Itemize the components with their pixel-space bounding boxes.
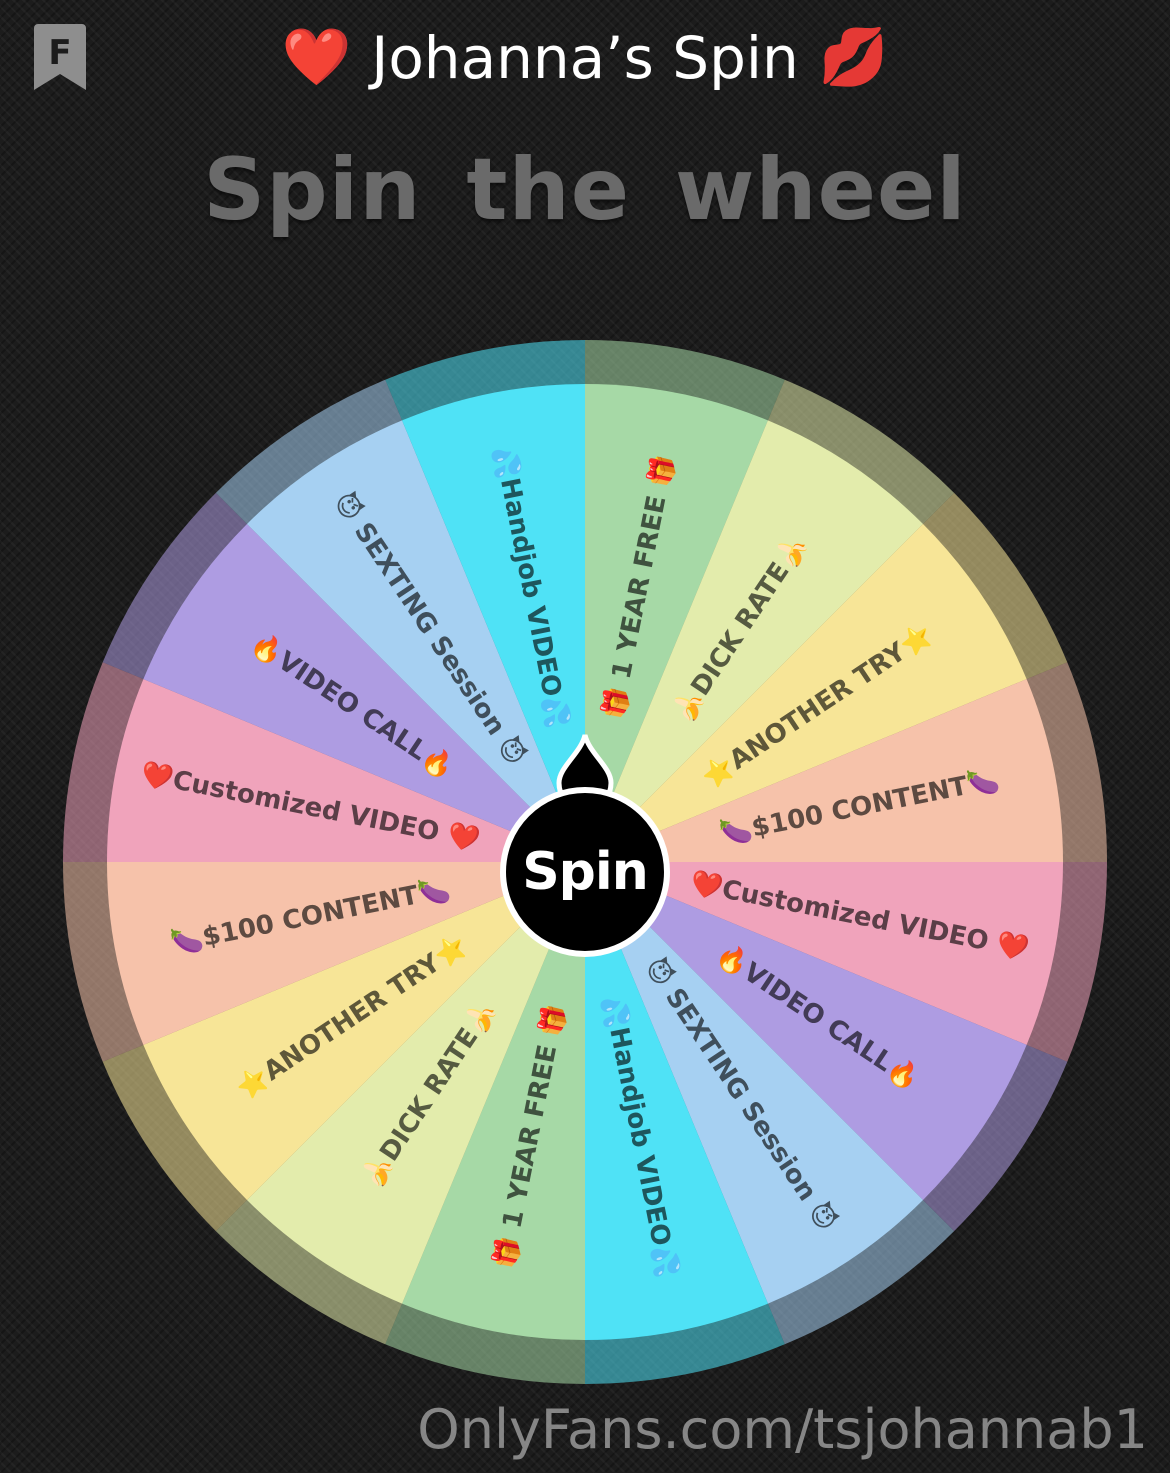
wheel-segment: ❤️Customized VIDEO ❤️ xyxy=(585,862,1107,1062)
wheel-segment-body xyxy=(107,679,585,862)
page-header: ❤️ Johanna’s Spin 💋 xyxy=(0,18,1170,98)
wheel-segment-body xyxy=(585,862,768,1340)
prize-wheel[interactable]: 🎁 1 YEAR FREE 🎁🍌DICK RATE🍌⭐ANOTHER TRY⭐🍆… xyxy=(63,340,1107,1384)
wheel-segment: 💦Handjob VIDEO💦 xyxy=(385,340,585,862)
spin-button[interactable]: Spin xyxy=(500,787,670,957)
wheel-segment-body xyxy=(585,862,1063,1045)
lips-icon: 💋 xyxy=(818,25,889,90)
headline: Spin the wheel xyxy=(203,140,967,240)
page-title: Johanna’s Spin xyxy=(371,24,799,92)
wheel-segment-body xyxy=(402,384,585,862)
wheel-segment-body xyxy=(585,384,768,862)
wheel-segment: 🎁 1 YEAR FREE 🎁 xyxy=(385,862,585,1384)
logo-letter: F xyxy=(48,33,71,73)
wheel-graphic[interactable]: 🎁 1 YEAR FREE 🎁🍌DICK RATE🍌⭐ANOTHER TRY⭐🍆… xyxy=(63,340,1107,1384)
wheel-segment: 🍆$100 CONTENT🍆 xyxy=(63,862,585,1062)
watermark-text: OnlyFans.com/tsjohannab1 xyxy=(417,1398,1148,1461)
wheel-segment-body xyxy=(143,524,585,862)
wheel-segment: 🔥VIDEO CALL🔥 xyxy=(585,862,1068,1232)
wheel-segment-body xyxy=(247,420,585,862)
wheel-segment-body xyxy=(585,679,1063,862)
app-logo-icon[interactable]: F xyxy=(34,24,86,90)
wheel-segment-body xyxy=(585,862,923,1304)
wheel-segment: 🎁 1 YEAR FREE 🎁 xyxy=(585,340,785,862)
wheel-segment-body xyxy=(585,420,923,862)
wheel-segment: ❤️Customized VIDEO ❤️ xyxy=(63,662,585,862)
wheel-segment-body xyxy=(585,524,1027,862)
heart-icon: ❤️ xyxy=(281,25,352,90)
wheel-segment-body xyxy=(143,862,585,1200)
wheel-pointer-icon xyxy=(556,734,614,799)
wheel-segment-body xyxy=(585,862,1027,1200)
wheel-segment-body xyxy=(402,862,585,1340)
wheel-segment-body xyxy=(247,862,585,1304)
wheel-segment-body xyxy=(107,862,585,1045)
